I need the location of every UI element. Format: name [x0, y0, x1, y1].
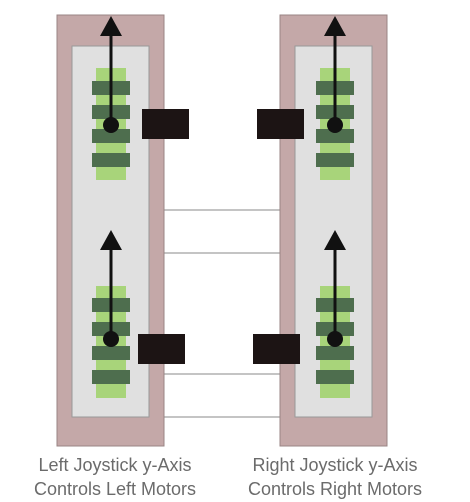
arrow-head	[100, 230, 122, 250]
left-front-motor	[142, 109, 189, 139]
connector-upper	[149, 209, 295, 254]
connector-lower	[149, 373, 295, 418]
left-caption: Left Joystick y-Axis Controls Left Motor…	[0, 453, 230, 501]
arrow-head	[324, 16, 346, 36]
right-caption-line-1: Right Joystick y-Axis	[252, 455, 418, 475]
right-side	[253, 14, 388, 447]
right-rear-motor	[253, 334, 300, 364]
left-rear-motor	[138, 334, 185, 364]
wheel-tread	[92, 129, 130, 143]
right-front-arrow	[324, 16, 346, 133]
arrow-origin-dot	[103, 117, 119, 133]
right-rear-arrow	[324, 230, 346, 347]
right-caption: Right Joystick y-Axis Controls Right Mot…	[220, 453, 450, 501]
wheel-tread	[316, 370, 354, 384]
arrow-head	[324, 230, 346, 250]
right-front-motor	[257, 109, 304, 139]
wheel-tread	[92, 346, 130, 360]
wheel-tread	[92, 370, 130, 384]
arrow-head	[100, 16, 122, 36]
left-caption-line-1: Left Joystick y-Axis	[38, 455, 192, 475]
right-rear-wheel	[316, 286, 354, 398]
wheel-tread	[316, 129, 354, 143]
arrow-origin-dot	[327, 117, 343, 133]
wheel-tread	[92, 153, 130, 167]
center-connectors	[149, 209, 295, 418]
left-front-arrow	[100, 16, 122, 133]
arrow-origin-dot	[103, 331, 119, 347]
left-side	[56, 14, 189, 447]
wheel-tread	[316, 153, 354, 167]
robot-drive-diagram	[56, 14, 388, 447]
arrow-origin-dot	[327, 331, 343, 347]
left-caption-line-2: Controls Left Motors	[33, 479, 197, 499]
left-rear-arrow	[100, 230, 122, 347]
wheel-tread	[316, 346, 354, 360]
right-caption-line-2: Controls Right Motors	[247, 479, 423, 499]
